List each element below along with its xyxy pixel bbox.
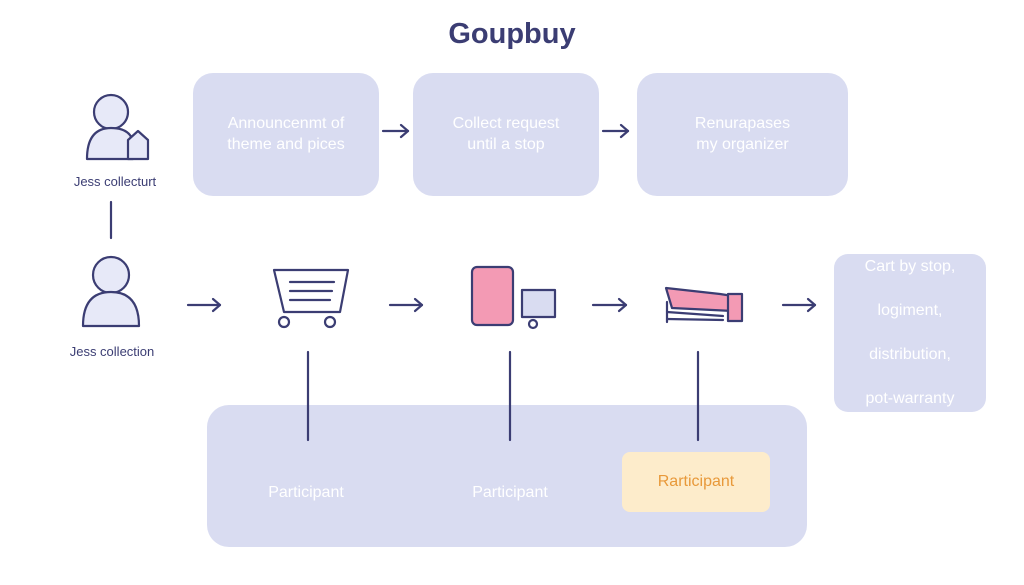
arrow-mid-4 <box>781 297 817 313</box>
step-collect-box: Collect request until a stop <box>413 73 599 196</box>
cart-icon <box>272 268 350 329</box>
diagram-title: Goupbuy <box>448 18 576 50</box>
arrow-top-2 <box>601 123 630 139</box>
step-collect-label: Collect request until a stop <box>452 114 560 153</box>
arrow-mid-1 <box>186 297 222 313</box>
step-organizer-label: Renurapases my organizer <box>694 114 791 153</box>
result-label: Cart by stop, logiment, distribution, po… <box>864 258 956 407</box>
step-announcement-label: Announcenmt of theme and pices <box>227 114 345 153</box>
actor-label-top: Jess collecturt <box>73 174 157 189</box>
participant-label-2: Participant <box>472 484 548 501</box>
user-icon-top <box>85 93 150 161</box>
arrow-mid-3 <box>591 297 628 313</box>
delivery-truck-icon <box>664 286 744 324</box>
user-icon-bottom <box>81 255 141 328</box>
actor-label-bottom: Jess collection <box>69 344 155 359</box>
arrow-top-1 <box>381 123 410 139</box>
participant-highlight: Rarticipant <box>622 452 770 512</box>
step-organizer-box: Renurapases my organizer <box>637 73 848 196</box>
step-announcement-box: Announcenmt of theme and pices <box>193 73 379 196</box>
result-box: Cart by stop, logiment, distribution, po… <box>834 254 986 412</box>
participant-label-1: Participant <box>268 484 344 501</box>
participant-label-3: Rarticipant <box>657 473 735 490</box>
arrow-mid-2 <box>388 297 424 313</box>
phone-box-icon <box>470 265 557 330</box>
